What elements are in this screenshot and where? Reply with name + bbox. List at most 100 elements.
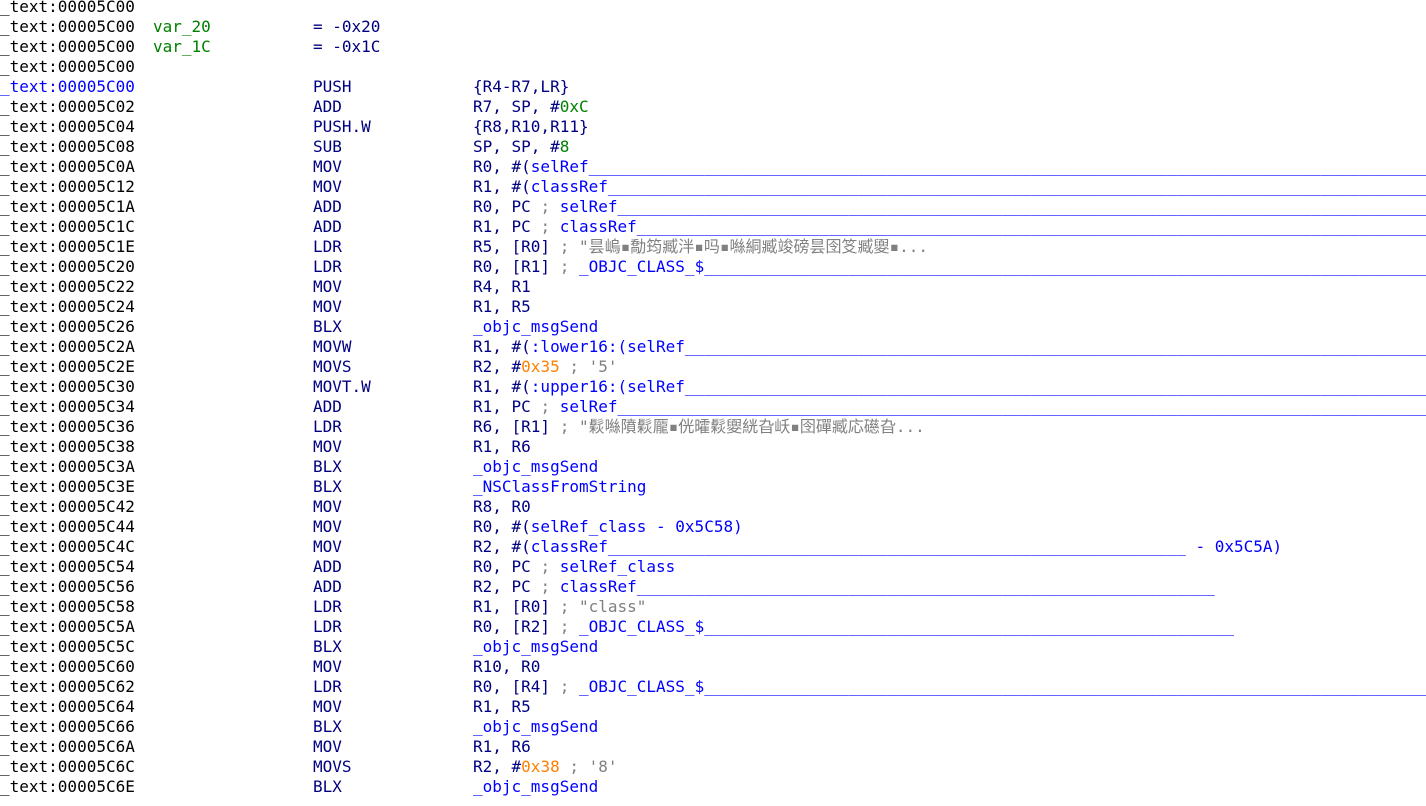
line-address[interactable]: _text:00005C56 bbox=[0, 577, 135, 596]
instruction-mnemonic[interactable]: MOV bbox=[313, 437, 342, 456]
instruction-mnemonic[interactable]: MOV bbox=[313, 537, 342, 556]
operand-token[interactable]: _NSClassFromString bbox=[473, 477, 647, 496]
disasm-line[interactable]: _text:00005C02 ADD R7, SP, #0xC bbox=[0, 97, 1426, 117]
instruction-operands[interactable]: R5, [R0] ; "昙嵨▪勪筠臧泮▪吗▪噝絧臧竣磅昙囹笅臧夓▪... bbox=[473, 237, 928, 257]
operand-token[interactable]: :lower16:(selRef________________________… bbox=[530, 337, 1426, 356]
line-address[interactable]: _text:00005C26 bbox=[0, 317, 135, 336]
line-address[interactable]: _text:00005C20 bbox=[0, 257, 135, 276]
line-address[interactable]: _text:00005C22 bbox=[0, 277, 135, 296]
line-address[interactable]: _text:00005C6E bbox=[0, 777, 135, 796]
operand-token[interactable]: _objc_msgSend bbox=[473, 317, 599, 336]
disasm-line[interactable]: _text:00005C12 MOV R1, #(classRef_________… bbox=[0, 177, 1426, 197]
operand-token[interactable]: classRef________________________________… bbox=[530, 177, 1426, 196]
line-address[interactable]: _text:00005C12 bbox=[0, 177, 135, 196]
instruction-mnemonic[interactable]: ADD bbox=[313, 557, 342, 576]
line-address[interactable]: _text:00005C00 bbox=[0, 77, 135, 96]
instruction-operands[interactable]: R0, [R1] ; _OBJC_CLASS_$________________… bbox=[473, 257, 1426, 277]
line-address[interactable]: _text:00005C1E bbox=[0, 237, 135, 256]
instruction-operands[interactable]: R1, #(classRef__________________________… bbox=[473, 177, 1426, 197]
instruction-mnemonic[interactable]: SUB bbox=[313, 137, 342, 156]
line-address[interactable]: _text:00005C38 bbox=[0, 437, 135, 456]
disasm-line[interactable]: _text:00005C20 LDR R0, [R1] ; _OBJC_CLASS_… bbox=[0, 257, 1426, 277]
line-address[interactable]: _text:00005C00 bbox=[0, 17, 135, 36]
instruction-mnemonic[interactable]: LDR bbox=[313, 417, 342, 436]
instruction-mnemonic[interactable]: BLX bbox=[313, 477, 342, 496]
disasm-line[interactable]: _text:00005C00 bbox=[0, 57, 1426, 77]
instruction-mnemonic[interactable]: BLX bbox=[313, 777, 342, 796]
instruction-operands[interactable]: R0, [R4] ; _OBJC_CLASS_$________________… bbox=[473, 677, 1426, 697]
operand-token[interactable]: _objc_msgSend bbox=[473, 457, 599, 476]
line-address[interactable]: _text:00005C60 bbox=[0, 657, 135, 676]
line-address[interactable]: _text:00005C66 bbox=[0, 717, 135, 736]
operand-token[interactable]: selRef__________________________________… bbox=[530, 157, 1426, 176]
line-address[interactable]: _text:00005C30 bbox=[0, 377, 135, 396]
line-address[interactable]: _text:00005C36 bbox=[0, 417, 135, 436]
instruction-mnemonic[interactable]: MOV bbox=[313, 517, 342, 536]
instruction-mnemonic[interactable]: MOVT.W bbox=[313, 377, 371, 396]
disasm-line[interactable]: _text:00005C6E BLX _objc_msgSend bbox=[0, 777, 1426, 797]
instruction-operands[interactable]: R10, R0 bbox=[473, 657, 540, 677]
instruction-operands[interactable]: {R4-R7,LR} bbox=[473, 77, 569, 97]
instruction-operands[interactable]: _objc_msgSend bbox=[473, 317, 598, 337]
instruction-operands[interactable]: R1, R6 bbox=[473, 737, 531, 757]
instruction-mnemonic[interactable]: ADD bbox=[313, 577, 342, 596]
line-address[interactable]: _text:00005C64 bbox=[0, 697, 135, 716]
line-address[interactable]: _text:00005C2A bbox=[0, 337, 135, 356]
operand-token[interactable]: _OBJC_CLASS_$___________________________… bbox=[578, 617, 1234, 636]
line-address[interactable]: _text:00005C1A bbox=[0, 197, 135, 216]
instruction-operands[interactable]: R0, PC ; selRef_class bbox=[473, 557, 675, 577]
instruction-mnemonic[interactable]: MOVW bbox=[313, 337, 352, 356]
line-address[interactable]: _text:00005C5C bbox=[0, 637, 135, 656]
disasm-line[interactable]: _text:00005C2A MOVW R1, #(:lower16:(selRef… bbox=[0, 337, 1426, 357]
instruction-operands[interactable]: R8, R0 bbox=[473, 497, 531, 517]
line-address[interactable]: _text:00005C08 bbox=[0, 137, 135, 156]
line-address[interactable]: _text:00005C24 bbox=[0, 297, 135, 316]
line-address[interactable]: _text:00005C02 bbox=[0, 97, 135, 116]
instruction-mnemonic[interactable]: BLX bbox=[313, 717, 342, 736]
instruction-operands[interactable]: R2, #0x35 ; '5' bbox=[473, 357, 618, 377]
stack-var-label[interactable]: var_1C bbox=[153, 37, 211, 56]
instruction-operands[interactable]: R7, SP, #0xC bbox=[473, 97, 589, 117]
instruction-operands[interactable]: R1, #(:lower16:(selRef__________________… bbox=[473, 337, 1426, 357]
instruction-mnemonic[interactable]: BLX bbox=[313, 637, 342, 656]
line-address[interactable]: _text:00005C0A bbox=[0, 157, 135, 176]
line-address[interactable]: _text:00005C1C bbox=[0, 217, 135, 236]
instruction-mnemonic[interactable]: MOV bbox=[313, 737, 342, 756]
disasm-line[interactable]: _text:00005C3E BLX _NSClassFromString bbox=[0, 477, 1426, 497]
instruction-mnemonic[interactable]: MOV bbox=[313, 157, 342, 176]
instruction-mnemonic[interactable]: MOV bbox=[313, 177, 342, 196]
instruction-mnemonic[interactable]: ADD bbox=[313, 97, 342, 116]
line-address[interactable]: _text:00005C54 bbox=[0, 557, 135, 576]
instruction-operands[interactable]: R0, #(selRef_class - 0x5C58) bbox=[473, 517, 743, 537]
instruction-operands[interactable]: SP, SP, #8 bbox=[473, 137, 569, 157]
instruction-operands[interactable]: R4, R1 bbox=[473, 277, 531, 297]
instruction-operands[interactable]: _objc_msgSend bbox=[473, 777, 598, 797]
instruction-mnemonic[interactable]: LDR bbox=[313, 617, 342, 636]
operand-token[interactable]: classRef________________________________… bbox=[559, 577, 1215, 596]
line-address[interactable]: _text:00005C3E bbox=[0, 477, 135, 496]
instruction-mnemonic[interactable]: LDR bbox=[313, 237, 342, 256]
instruction-mnemonic[interactable]: PUSH bbox=[313, 77, 352, 96]
instruction-mnemonic[interactable]: LDR bbox=[313, 257, 342, 276]
instruction-mnemonic[interactable]: MOVS bbox=[313, 757, 352, 776]
disasm-line[interactable]: _text:00005C1E LDR R5, [R0] ; "昙嵨▪勪筠臧泮▪吗▪噝… bbox=[0, 237, 1426, 257]
line-address[interactable]: _text:00005C2E bbox=[0, 357, 135, 376]
instruction-mnemonic[interactable]: ADD bbox=[313, 397, 342, 416]
